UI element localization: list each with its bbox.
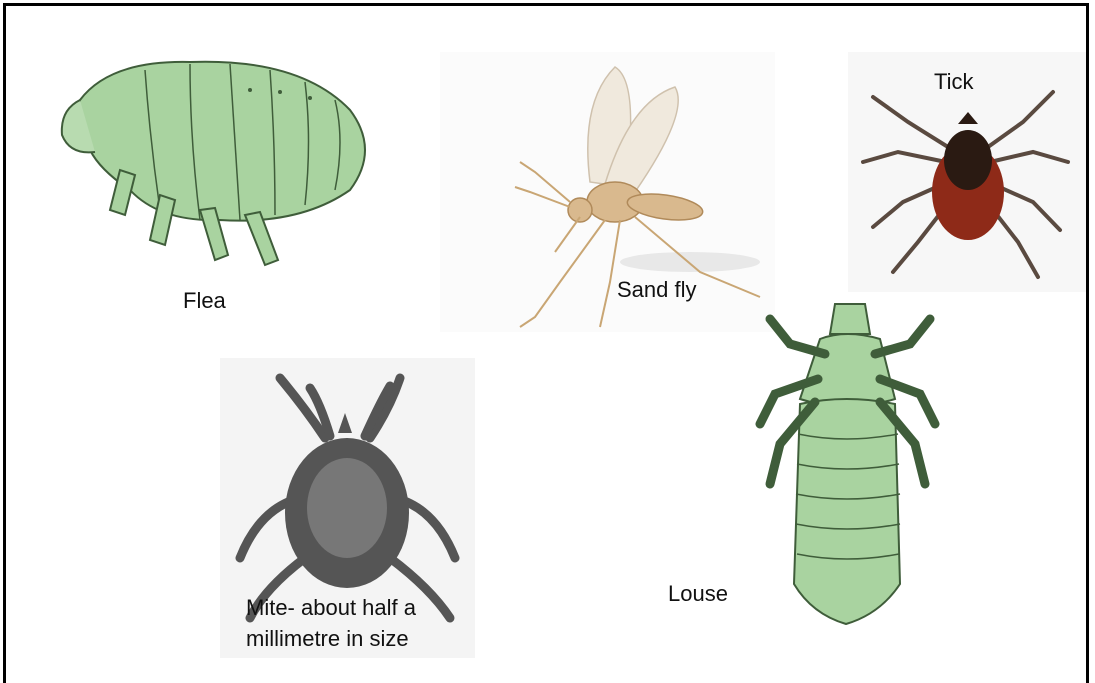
flea-icon [50,40,390,280]
sand-fly-label: Sand fly [617,274,697,305]
sand-fly-icon [440,52,775,332]
louse-icon [730,284,962,636]
sand-fly-illustration [440,52,775,332]
flea-label: Flea [183,285,226,316]
flea-illustration [50,40,390,280]
louse-illustration [730,284,962,636]
louse-label: Louse [668,578,728,609]
tick-label: Tick [934,66,974,97]
mite-label: Mite- about half a millimetre in size [246,592,416,654]
